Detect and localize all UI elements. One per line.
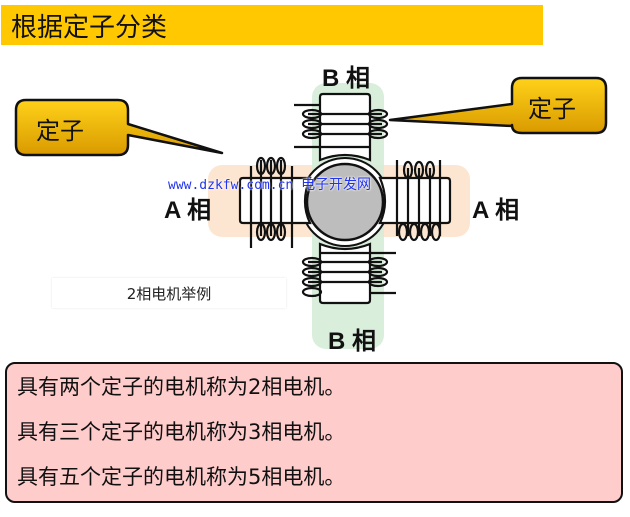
page-title: 根据定子分类 [11,12,168,43]
phase-a-left-label: A 相 [164,197,212,224]
stator-a-left [238,156,312,248]
stator-a-right [378,160,452,242]
info-line: 具有三个定子的电机称为3相电机。 [17,420,346,444]
callout-left [14,98,224,157]
callout-right-label: 定子 [528,95,576,123]
title-bar: 根据定子分类 [1,5,543,45]
caption-text: 2相电机举例 [126,284,212,303]
info-line: 具有两个定子的电机称为2相电机。 [17,375,346,399]
callout-left-label: 定子 [36,117,84,145]
phase-b-bottom-label: B 相 [328,328,376,355]
info-line: 具有五个定子的电机称为5相电机。 [17,465,346,489]
watermark-url: www.dzkfw.com.cn [168,178,294,193]
stator-b-top [294,92,389,162]
watermark: www.dzkfw.com.cn 电子开发网 [168,174,371,194]
rotor-core [305,162,385,242]
watermark-site: 电子开发网 [301,177,372,193]
diagram-caption: 2相电机举例 [52,278,286,308]
stator-b-bottom [301,242,396,305]
callout-right [388,76,608,135]
phase-a-right-label: A 相 [472,197,520,224]
phase-b-top-label: B 相 [322,65,370,92]
info-box: 具有两个定子的电机称为2相电机。 具有三个定子的电机称为3相电机。 具有五个定子… [5,362,623,503]
